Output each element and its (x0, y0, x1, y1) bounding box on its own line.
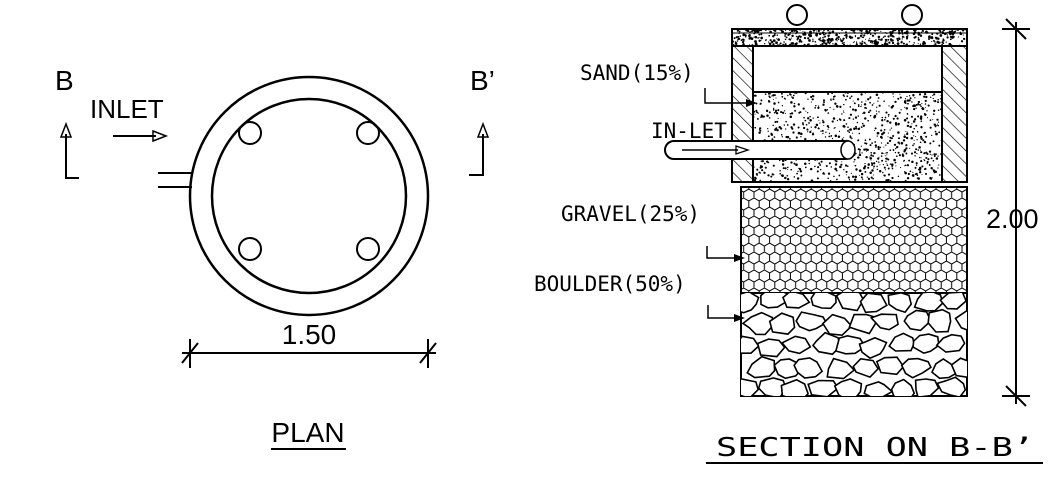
plan-title: PLAN (271, 417, 344, 448)
vent-hole-bottom-right (356, 237, 380, 261)
pit-inner-ring (210, 97, 408, 295)
empty-chamber (752, 45, 943, 93)
vent-pipe-left-icon (786, 4, 808, 26)
section-mark-b: B (55, 65, 74, 96)
gravel-leader-icon (706, 246, 745, 262)
section-arrow-b-prime-icon (469, 121, 490, 176)
vent-hole-bottom-left (238, 237, 262, 261)
inlet-label: INLET (90, 94, 164, 124)
boulder-label: BOULDER(50%) (534, 272, 686, 296)
boulder-leader-icon (707, 305, 745, 322)
gravel-label: GRAVEL(25%) (561, 202, 700, 226)
height-dimension-text: 2.00 (986, 204, 1039, 234)
section-view: SAND(15%) IN-LET GRAVEL(25%) BOULDER(50%… (534, 4, 1043, 464)
plan-view: B B’ INLET 1.50 PLAN (55, 65, 495, 450)
vent-hole-top-left (238, 121, 262, 145)
sand-leader-icon (704, 88, 757, 107)
cover-slab (731, 28, 968, 47)
vent-pipe-right-icon (901, 4, 923, 26)
left-wall-hatch (731, 45, 754, 183)
height-dimension-line (1002, 18, 1030, 407)
section-mark-b-prime: B’ (470, 65, 495, 96)
pit-outer-ring (188, 75, 430, 317)
right-wall-hatch (941, 45, 968, 183)
section-arrow-b-icon (59, 121, 79, 179)
inlet-pipe (664, 140, 856, 160)
inlet-pipe-stub (158, 172, 192, 188)
vent-hole-top-right (356, 121, 380, 145)
diameter-dimension-line (181, 339, 437, 368)
inlet-section-label: IN-LET (651, 119, 727, 143)
inlet-arrow-icon (113, 129, 169, 143)
gravel-layer (740, 186, 968, 294)
sand-label: SAND(15%) (580, 61, 694, 85)
sand-layer (752, 91, 943, 183)
boulder-layer (740, 292, 968, 397)
diameter-dimension-text: 1.50 (282, 319, 337, 350)
section-title: SECTION ON B-B’ (716, 433, 1034, 463)
